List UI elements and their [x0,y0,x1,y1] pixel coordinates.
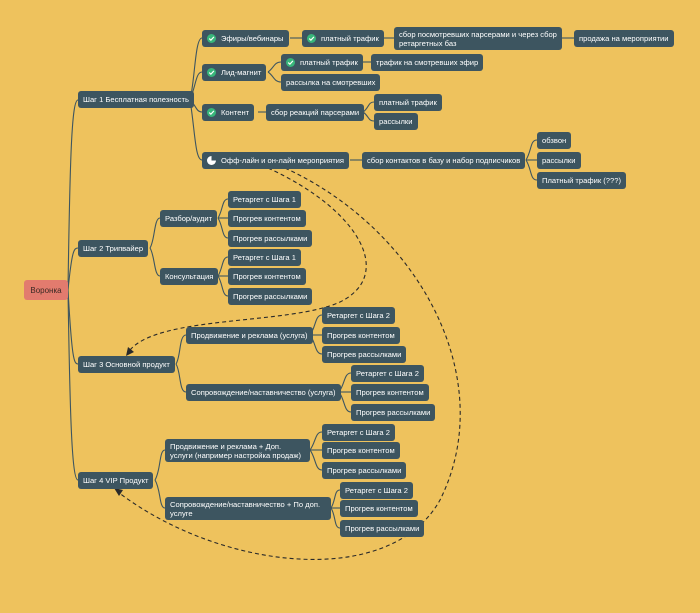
webinars-node[interactable]: Эфиры/вебинары [202,30,289,47]
vip-mentor-content-node[interactable]: Прогрев контентом [340,500,418,517]
audit-retarget-node[interactable]: Ретаргет с Шага 1 [228,191,301,208]
step-3-node[interactable]: Шаг 3 Основной продукт [78,356,175,373]
content-node[interactable]: Контент [202,104,255,121]
events-node[interactable]: Офф-лайн и он-лайн мероприятия [202,152,350,169]
mentor-retarget-node[interactable]: Ретаргет с Шага 2 [351,365,424,382]
consult-mailings-node[interactable]: Прогрев рассылками [228,288,313,305]
vip-promo-content-node[interactable]: Прогрев контентом [322,442,400,459]
check-done-icon [207,68,216,77]
audit-content-node[interactable]: Прогрев контентом [228,210,306,227]
step-4-node[interactable]: Шаг 4 VIP Продукт [78,472,154,489]
consult-content-node[interactable]: Прогрев контентом [228,268,306,285]
relation-arrow-to-step3 [129,167,367,351]
events-mailings-node[interactable]: рассылки [537,152,581,169]
check-done-icon [307,34,316,43]
step-1-node[interactable]: Шаг 1 Бесплатная полезность [78,91,194,108]
sale-at-event-node[interactable]: продажа на мероприятии [574,30,674,47]
traffic-to-viewers-node[interactable]: трафик на смотревших эфир [371,54,484,71]
promo-content-node[interactable]: Прогрев контентом [322,327,400,344]
link-root-step2 [67,247,79,291]
check-done-icon [207,34,216,43]
lead-magnet-paid-traffic-node[interactable]: платный трафик [281,54,363,71]
arrowhead-step3 [126,347,134,356]
promo-retarget-node[interactable]: Ретаргет с Шага 2 [322,307,395,324]
vip-mentor-retarget-node[interactable]: Ретаргет с Шага 2 [340,482,413,499]
promotion-service-node[interactable]: Продвижение и реклама (услуга) [186,327,313,344]
promo-mailings-node[interactable]: Прогрев рассылками [322,346,407,363]
collect-contacts-node[interactable]: сбор контактов в базу и набор подписчико… [362,152,526,169]
step-2-node[interactable]: Шаг 2 Трипвайер [78,240,149,257]
vip-promo-mailings-node[interactable]: Прогрев рассылками [322,462,407,479]
mailing-to-viewers-node[interactable]: рассылка на смотревших [281,74,381,91]
collect-viewers-node[interactable]: сбор посмотревших парсерами и через сбор… [394,27,562,50]
content-mailings-node[interactable]: рассылки [374,113,418,130]
arrowhead-step4 [114,488,123,496]
vip-promo-retarget-node[interactable]: Ретаргет с Шага 2 [322,424,395,441]
events-paid-traffic-node[interactable]: Платный трафик (???) [537,172,627,189]
calling-node[interactable]: обзвон [537,132,572,149]
vip-promotion-node[interactable]: Продвижение и реклама + Доп. услуги (нап… [165,439,310,462]
progress-quarter-icon [207,156,216,165]
consultation-node[interactable]: Консультация [160,268,219,285]
check-done-icon [207,108,216,117]
vip-mentoring-node[interactable]: Сопровождение/наставничество + По доп. у… [165,497,331,520]
content-paid-traffic-node[interactable]: платный трафик [374,94,442,111]
audit-mailings-node[interactable]: Прогрев рассылками [228,230,313,247]
link-root-step1 [67,99,79,291]
check-done-icon [286,58,295,67]
relation-arrow-to-step4 [117,167,461,560]
collect-reactions-node[interactable]: сбор реакций парсерами [266,104,365,121]
audit-node[interactable]: Разбор/аудит [160,210,218,227]
link-root-step3 [67,289,79,365]
lead-magnet-node[interactable]: Лид-магнит [202,64,267,81]
link-root-step4 [67,289,79,481]
mentor-content-node[interactable]: Прогрев контентом [351,384,429,401]
consult-retarget-node[interactable]: Ретаргет с Шага 1 [228,249,301,266]
webinars-paid-traffic-node[interactable]: платный трафик [302,30,384,47]
root-node-funnel[interactable]: Воронка [24,280,68,300]
vip-mentor-mailings-node[interactable]: Прогрев рассылками [340,520,425,537]
mentor-mailings-node[interactable]: Прогрев рассылками [351,404,436,421]
mentoring-service-node[interactable]: Сопровождение/наставничество (услуга) [186,384,341,401]
